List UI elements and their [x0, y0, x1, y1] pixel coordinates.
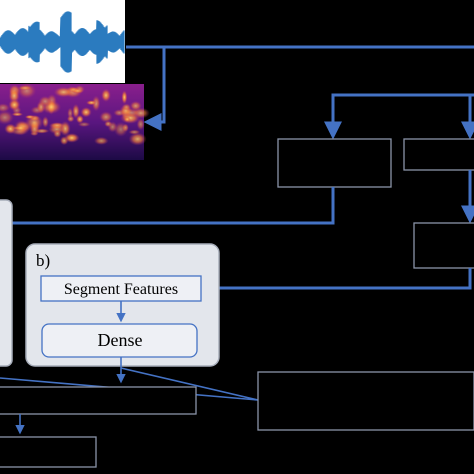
spectrogram-energy-blob [136, 118, 145, 131]
feature-box-1-output-line [0, 187, 335, 225]
spectrogram-energy-blob [99, 111, 113, 123]
spectrogram-energy-blob [77, 121, 91, 127]
spectrogram-energy-blob [128, 132, 147, 146]
spectrogram-image [0, 83, 150, 160]
spectrogram-energy-blob [86, 100, 97, 106]
arrow-to-spectrogram [143, 47, 166, 131]
spectrogram-energy-blob [8, 98, 21, 111]
segment-features-label: Segment Features [64, 281, 178, 298]
feature-box-2 [403, 138, 474, 171]
spectrogram-energy-blob [25, 114, 44, 131]
spectrogram-energy-blob [71, 88, 84, 94]
spectrogram-energy-blob [113, 121, 128, 137]
spectrogram-energy-blob [72, 103, 80, 119]
spectrogram-energy-blob [42, 116, 49, 128]
dense-to-output-line [120, 367, 259, 401]
dense-label: Dense [98, 330, 143, 350]
arrow-to-feature-box-1 [324, 93, 474, 140]
spectrogram-energy-blob [122, 108, 141, 118]
spectrogram-energy-blob [38, 95, 52, 107]
output-box [257, 371, 474, 431]
spectrogram-energy-blob [80, 107, 92, 118]
spectrogram-energy-blob [0, 103, 11, 113]
arrow-to-segment-features [199, 268, 472, 297]
spectrogram-energy-blob [67, 107, 74, 119]
spectrogram-energy-blob [0, 110, 14, 125]
spectrogram-energy-blob [13, 120, 28, 136]
spectrogram-energy-blob [94, 136, 109, 145]
feature-box-3 [413, 222, 474, 269]
lower-box-2 [0, 436, 97, 468]
spectrogram-energy-blob [128, 129, 141, 135]
panel-b: b) Segment Features Dense [25, 243, 220, 367]
feature-box-1 [277, 138, 392, 188]
panel-b-label: b) [36, 251, 50, 270]
spectrogram-energy-blob [4, 123, 17, 135]
spectrogram-energy-blob [17, 85, 33, 91]
segment-features-box [40, 275, 202, 302]
dense-box [41, 323, 198, 358]
spectrogram-energy-blob [123, 116, 131, 123]
spectrogram-energy-blob [53, 129, 62, 138]
spectrogram-energy-blob [101, 88, 111, 102]
waveform-image [0, 0, 125, 83]
spectrogram-energy-blob [121, 90, 128, 105]
spectrogram-energy-blob [76, 114, 84, 124]
spectrogram-energy-blob [64, 133, 80, 143]
panel-a-edge [0, 199, 13, 367]
lower-box-1 [0, 386, 197, 415]
spectrogram-energy-blob [121, 103, 132, 111]
